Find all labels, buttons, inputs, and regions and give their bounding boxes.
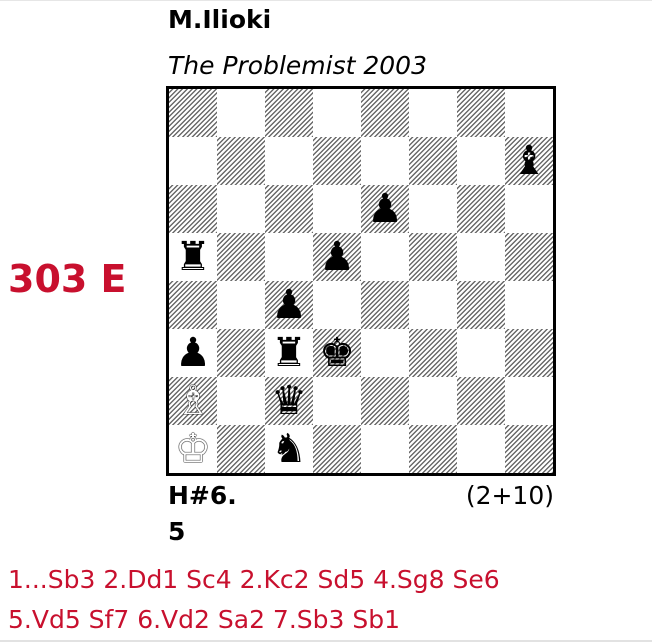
square-c5 — [265, 233, 313, 281]
chess-board: ♝♟♜♟♟♟♜♚♗♛♔♞ — [166, 86, 556, 476]
square-c7 — [265, 137, 313, 185]
problem-number: 303 E — [8, 256, 127, 302]
square-h1 — [505, 425, 553, 473]
black-pawn-icon: ♟ — [265, 281, 313, 329]
square-b6 — [217, 185, 265, 233]
square-e4 — [361, 281, 409, 329]
square-d1 — [313, 425, 361, 473]
square-e2 — [361, 377, 409, 425]
square-b1 — [217, 425, 265, 473]
solution-line-1: 1...Sb3 2.Dd1 Sc4 2.Kc2 Sd5 4.Sg8 Se6 — [8, 560, 500, 600]
square-b5 — [217, 233, 265, 281]
white-bishop-icon: ♗ — [169, 377, 217, 425]
black-rook-icon: ♜ — [265, 329, 313, 377]
square-g8 — [457, 89, 505, 137]
black-knight-icon: ♞ — [265, 425, 313, 473]
square-g5 — [457, 233, 505, 281]
square-a8 — [169, 89, 217, 137]
square-h4 — [505, 281, 553, 329]
top-divider — [0, 0, 652, 1]
square-b8 — [217, 89, 265, 137]
square-d4 — [313, 281, 361, 329]
square-c8 — [265, 89, 313, 137]
square-f6 — [409, 185, 457, 233]
square-b2 — [217, 377, 265, 425]
square-f5 — [409, 233, 457, 281]
square-h8 — [505, 89, 553, 137]
square-d2 — [313, 377, 361, 425]
square-g6 — [457, 185, 505, 233]
black-pawn-icon: ♟ — [169, 329, 217, 377]
square-h6 — [505, 185, 553, 233]
solution-line-2: 5.Vd5 Sf7 6.Vd2 Sa2 7.Sb3 Sb1 — [8, 600, 500, 640]
square-g1 — [457, 425, 505, 473]
piece-count: (2+10) — [466, 478, 554, 514]
square-e5 — [361, 233, 409, 281]
problem-source: The Problemist 2003 — [168, 48, 427, 84]
stipulation: H#6. 5 — [168, 478, 237, 550]
black-queen-icon: ♛ — [265, 377, 313, 425]
square-d7 — [313, 137, 361, 185]
square-d6 — [313, 185, 361, 233]
square-c6 — [265, 185, 313, 233]
square-a7 — [169, 137, 217, 185]
square-f2 — [409, 377, 457, 425]
square-e3 — [361, 329, 409, 377]
square-f3 — [409, 329, 457, 377]
square-f7 — [409, 137, 457, 185]
stipulation-line-1: H#6. — [168, 478, 237, 514]
black-pawn-icon: ♟ — [313, 233, 361, 281]
black-pawn-icon: ♟ — [361, 185, 409, 233]
square-e8 — [361, 89, 409, 137]
square-b4 — [217, 281, 265, 329]
black-bishop-icon: ♝ — [505, 137, 553, 185]
solution-text: 1...Sb3 2.Dd1 Sc4 2.Kc2 Sd5 4.Sg8 Se6 5.… — [8, 560, 500, 640]
square-g3 — [457, 329, 505, 377]
square-b7 — [217, 137, 265, 185]
square-d8 — [313, 89, 361, 137]
bottom-divider — [0, 640, 652, 642]
square-a4 — [169, 281, 217, 329]
square-e7 — [361, 137, 409, 185]
square-a6 — [169, 185, 217, 233]
square-g2 — [457, 377, 505, 425]
author-name: M.Ilioki — [168, 2, 271, 38]
stipulation-line-2: 5 — [168, 514, 237, 550]
square-g7 — [457, 137, 505, 185]
square-f1 — [409, 425, 457, 473]
square-b3 — [217, 329, 265, 377]
square-h2 — [505, 377, 553, 425]
square-h5 — [505, 233, 553, 281]
black-king-icon: ♚ — [313, 329, 361, 377]
square-f4 — [409, 281, 457, 329]
square-f8 — [409, 89, 457, 137]
black-rook-icon: ♜ — [169, 233, 217, 281]
square-h3 — [505, 329, 553, 377]
square-g4 — [457, 281, 505, 329]
square-e1 — [361, 425, 409, 473]
white-king-icon: ♔ — [169, 425, 217, 473]
